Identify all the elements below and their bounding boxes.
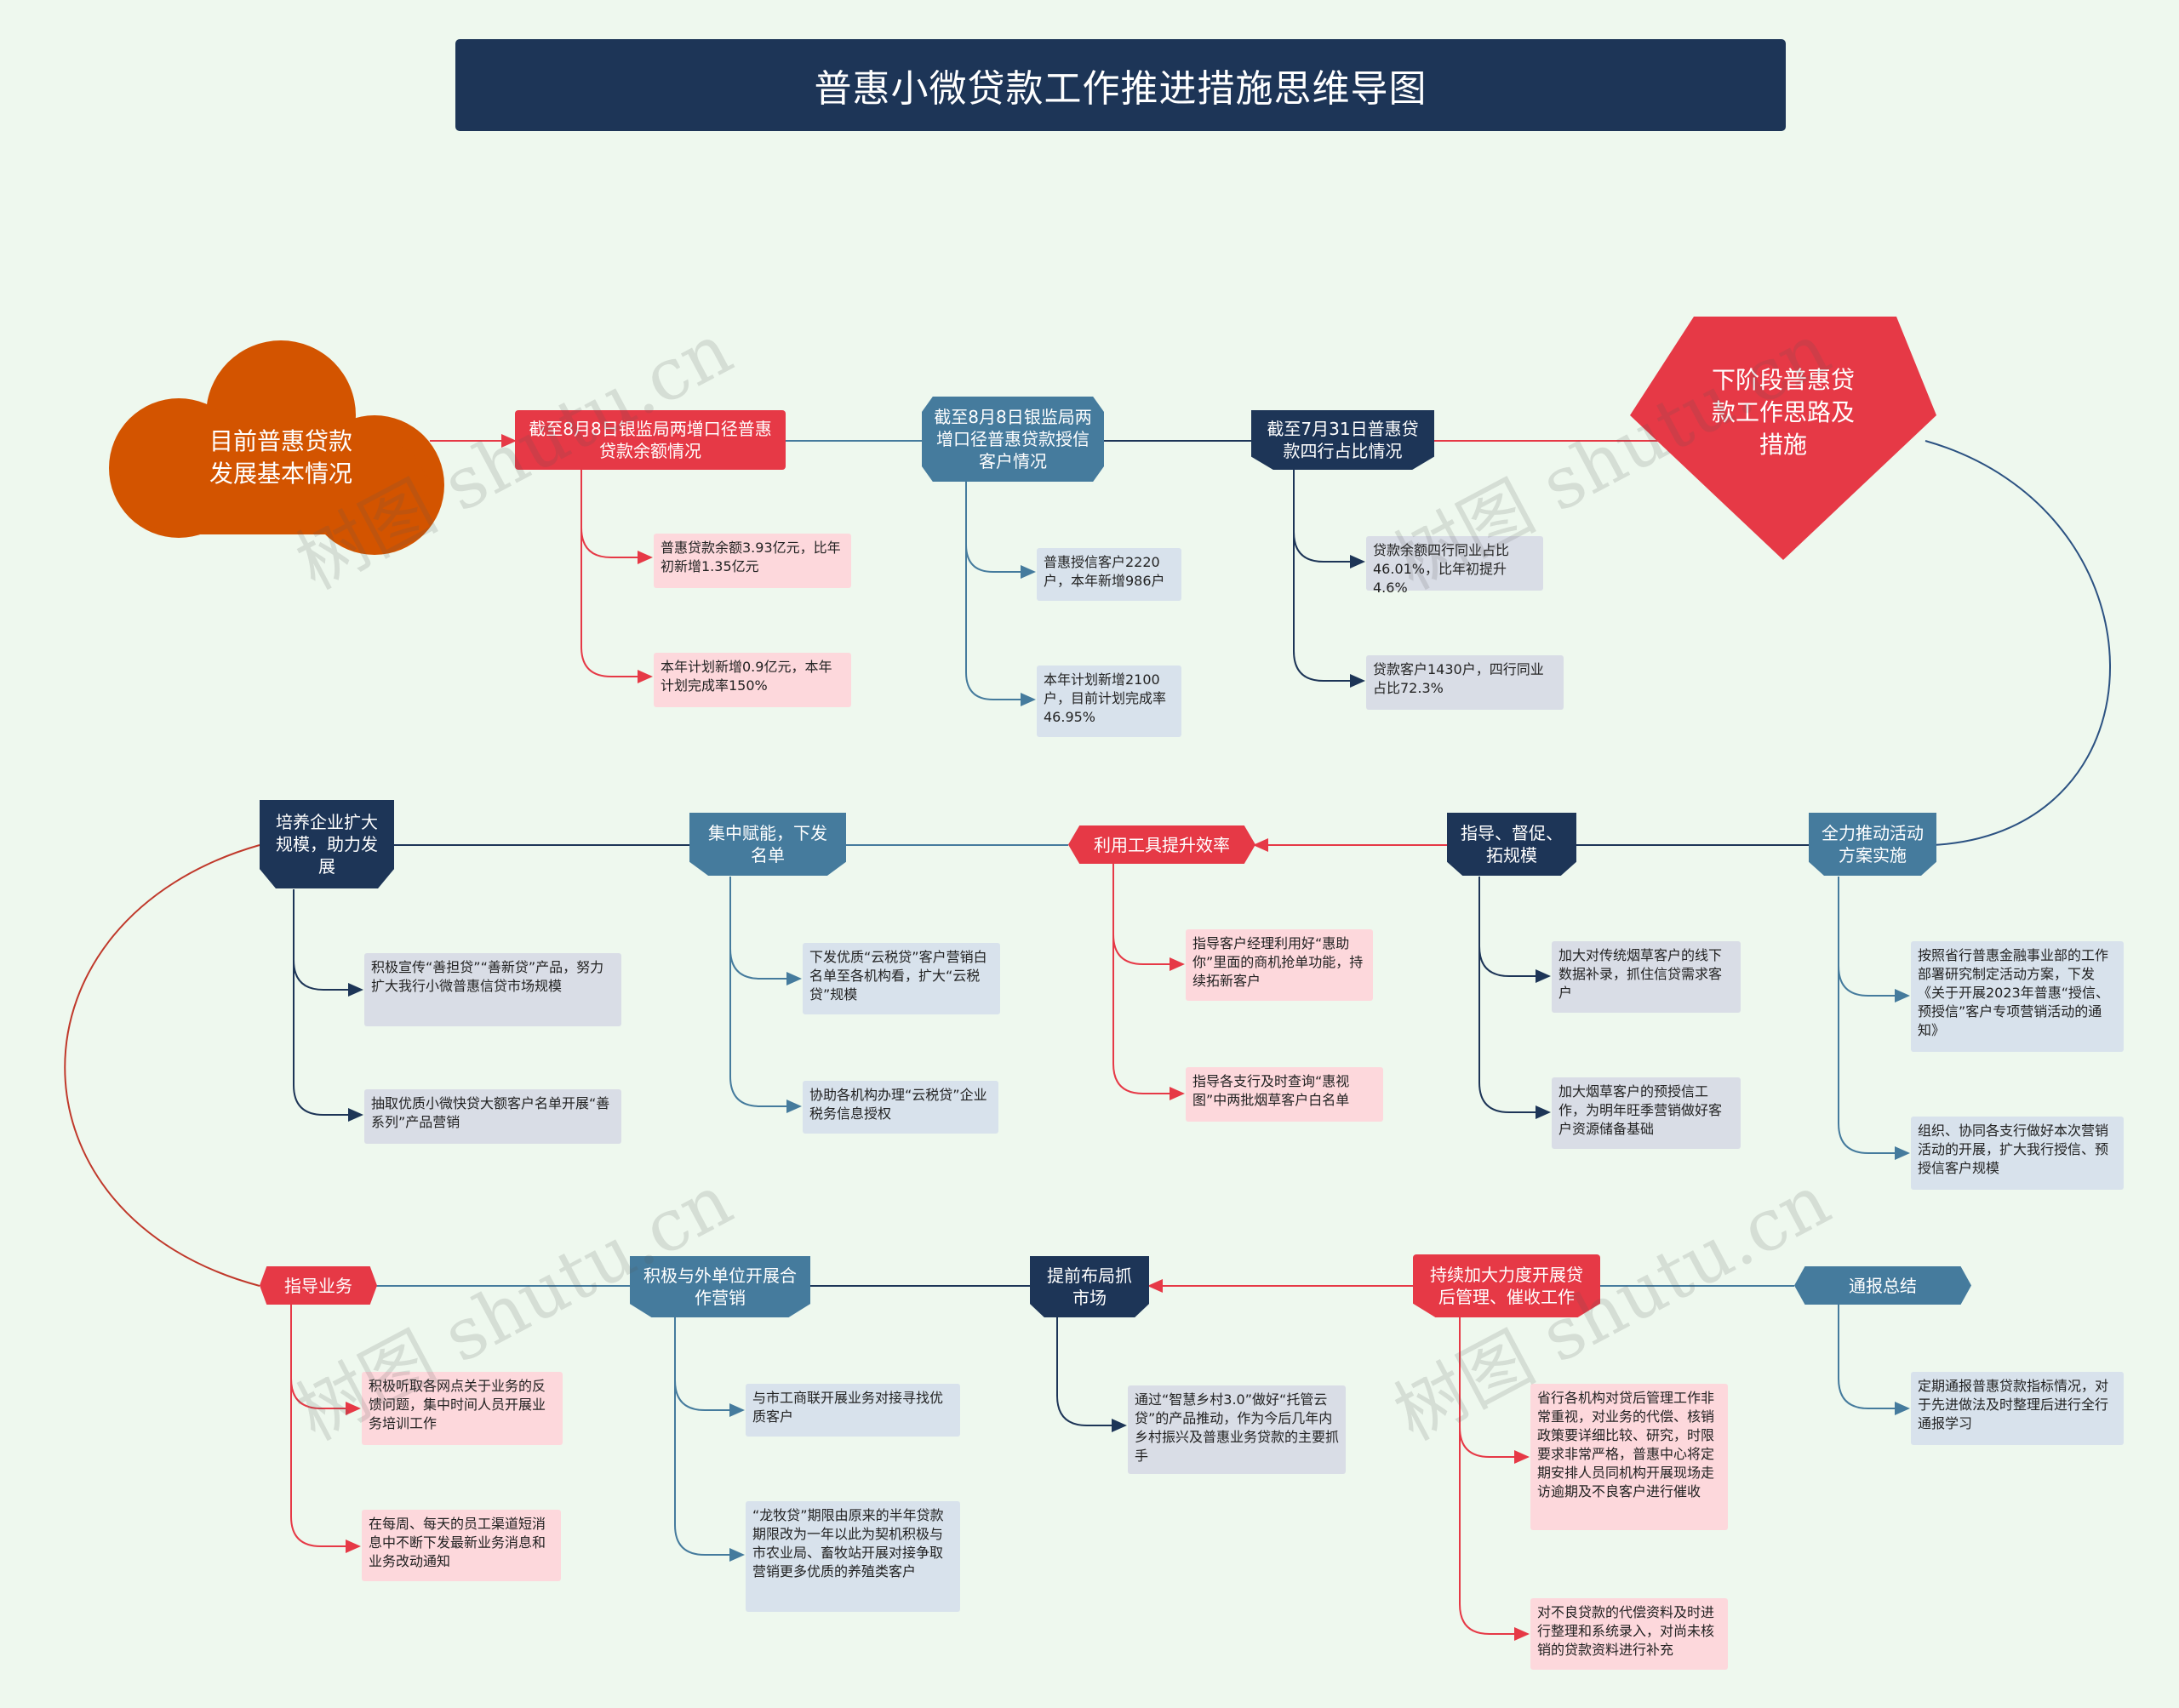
node-post-loan[interactable]: 持续加大力度开展贷后管理、催收工作 [1413, 1254, 1600, 1317]
leaf-market-layout-1: 通过“智慧乡村3.0”做好“托管云贷”的产品推动，作为今后几年内乡村振兴及普惠业… [1128, 1385, 1346, 1474]
node-empower-list[interactable]: 集中赋能，下发名单 [689, 813, 846, 876]
leaf-four-bank-share-2: 贷款客户1430户，四行同业占比72.3% [1366, 655, 1564, 710]
node-guide-business[interactable]: 指导业务 [260, 1266, 377, 1305]
node-campaign-plan[interactable]: 全力推动活动方案实施 [1809, 813, 1936, 876]
leaf-cultivate-enterprise-2: 抽取优质小微快贷大额客户名单开展“善系列”产品营销 [364, 1089, 621, 1144]
leaf-cultivate-enterprise-1: 积极宣传“善担贷”“善新贷”产品，努力扩大我行小微普惠信贷市场规模 [364, 953, 621, 1026]
leaf-campaign-plan-1: 按照省行普惠金融事业部的工作部署研究制定活动方案，下发《关于开展2023年普惠“… [1911, 941, 2124, 1052]
leaf-loan-balance-2: 本年计划新增0.9亿元，本年计划完成率150% [654, 653, 851, 707]
leaf-loan-balance-1: 普惠贷款余额3.93亿元，比年初新增1.35亿元 [654, 534, 851, 588]
node-guide-supervise[interactable]: 指导、督促、拓规模 [1447, 813, 1576, 876]
leaf-credit-customers-2: 本年计划新增2100户，目前计划完成率46.95% [1037, 665, 1181, 737]
leaf-guide-supervise-2: 加大烟草客户的预授信工作，为明年旺季营销做好客户资源储备基础 [1552, 1077, 1741, 1149]
cloud-shape [109, 340, 444, 555]
goal-node[interactable]: 下阶段普惠贷 款工作思路及 措施 [1711, 366, 1855, 459]
leaf-empower-list-1: 下发优质“云税贷”客户营销白名单至各机构看，扩大“云税贷”规模 [803, 943, 1000, 1014]
start-node[interactable]: 目前普惠贷款 发展基本情况 [209, 427, 352, 488]
node-report-summary[interactable]: 通报总结 [1794, 1266, 1971, 1305]
leaf-external-cooperation-1: 与市工商联开展业务对接寻找优质客户 [746, 1384, 960, 1437]
node-four-bank-share[interactable]: 截至7月31日普惠贷款四行占比情况 [1251, 410, 1434, 470]
node-credit-customers[interactable]: 截至8月8日银监局两增口径普惠贷款授信客户情况 [922, 397, 1104, 482]
leaf-four-bank-share-1: 贷款余额四行同业占比46.01%，比年初提升4.6% [1366, 536, 1543, 596]
page-title: 普惠小微贷款工作推进措施思维导图 [455, 39, 1786, 131]
leaf-post-loan-1: 省行各机构对贷后管理工作非常重视，对业务的代偿、核销政策要详细比较、研究，时限要… [1530, 1384, 1728, 1530]
leaf-external-cooperation-2: “龙牧贷”期限由原来的半年贷款期限改为一年以此为契机积极与市农业局、畜牧站开展对… [746, 1501, 960, 1612]
leaf-tools-efficiency-1: 指导客户经理利用好“惠助你”里面的商机抢单功能，持续拓新客户 [1186, 929, 1373, 1001]
node-external-cooperation[interactable]: 积极与外单位开展合作营销 [630, 1256, 810, 1317]
node-tools-efficiency[interactable]: 利用工具提升效率 [1068, 825, 1255, 864]
node-cultivate-enterprise[interactable]: 培养企业扩大规模，助力发展 [260, 800, 394, 888]
node-loan-balance[interactable]: 截至8月8日银监局两增口径普惠贷款余额情况 [515, 410, 786, 470]
leaf-guide-supervise-1: 加大对传统烟草客户的线下数据补录，抓住信贷需求客户 [1552, 941, 1741, 1013]
leaf-empower-list-2: 协助各机构办理“云税贷”企业税务信息授权 [803, 1081, 998, 1134]
leaf-guide-business-2: 在每周、每天的员工渠道短消息中不断下发最新业务消息和业务改动通知 [362, 1510, 561, 1581]
leaf-report-summary-1: 定期通报普惠贷款指标情况，对于先进做法及时整理后进行全行通报学习 [1911, 1372, 2124, 1445]
leaf-campaign-plan-2: 组织、协同各支行做好本次营销活动的开展，扩大我行授信、预授信客户规模 [1911, 1117, 2124, 1190]
diamond-shape [1630, 317, 1936, 560]
leaf-credit-customers-1: 普惠授信客户2220户，本年新增986户 [1037, 548, 1181, 601]
leaf-post-loan-2: 对不良贷款的代偿资料及时进行整理和系统录入，对尚未核销的贷款资料进行补充 [1530, 1598, 1728, 1670]
leaf-tools-efficiency-2: 指导各支行及时查询“惠视图”中两批烟草客户白名单 [1186, 1067, 1383, 1122]
leaf-guide-business-1: 积极听取各网点关于业务的反馈问题，集中时间人员开展业务培训工作 [362, 1372, 563, 1445]
node-market-layout[interactable]: 提前布局抓市场 [1030, 1256, 1149, 1317]
